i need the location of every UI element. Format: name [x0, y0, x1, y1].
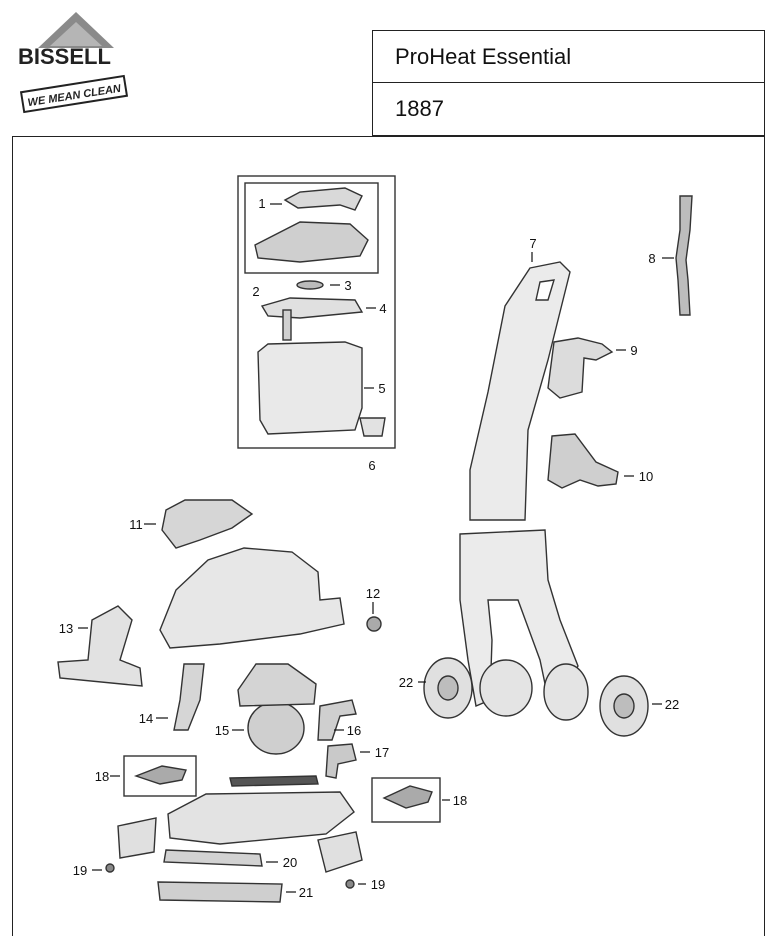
part-15-motor [247, 701, 305, 755]
part-side-cover-left [117, 817, 157, 859]
callout-12: 12 [366, 586, 380, 601]
part-7-upper-handle [469, 261, 571, 521]
part-7-handle-grip [535, 279, 555, 301]
header: BISSELL WE MEAN CLEAN ProHeat Essential … [0, 0, 778, 138]
part-19-clip-left [105, 863, 115, 873]
part-14-duct [173, 663, 205, 731]
part-17-pump [325, 743, 357, 779]
callout-19-left: 19 [73, 863, 87, 878]
product-name: ProHeat Essential [373, 31, 764, 83]
part-20-brush-roll [163, 849, 263, 867]
callout-10: 10 [639, 469, 653, 484]
part-13-tool [57, 605, 143, 687]
callout-19-right: 19 [371, 877, 385, 892]
diagram-frame [12, 136, 765, 936]
part-motor-housing [237, 663, 317, 707]
callout-20: 20 [283, 855, 297, 870]
part-base-plate [167, 791, 355, 845]
callout-18-left: 18 [95, 769, 109, 784]
callout-16: 16 [347, 723, 361, 738]
part-4-float-stem [282, 309, 292, 341]
part-4-float-assembly [260, 297, 364, 319]
part-rear-wheel [543, 663, 589, 721]
part-center-wheel [479, 659, 533, 717]
callout-21: 21 [299, 885, 313, 900]
part-5-tank [257, 341, 363, 435]
part-11-nozzle-cover [161, 499, 254, 549]
callout-4: 4 [379, 301, 386, 316]
callout-7: 7 [529, 236, 536, 251]
tank-lid-subgroup-box [244, 182, 379, 274]
callout-5: 5 [378, 381, 385, 396]
callout-9: 9 [630, 343, 637, 358]
part-18-group-box-right [371, 777, 441, 823]
part-foot-housing [159, 547, 345, 649]
part-16-cover [317, 699, 357, 741]
callout-8: 8 [648, 251, 655, 266]
part-side-cover-right [317, 831, 363, 873]
callout-22-right: 22 [665, 697, 679, 712]
callout-15: 15 [215, 723, 229, 738]
callout-6: 6 [368, 458, 375, 473]
part-19-clip-right [345, 879, 355, 889]
part-12-valve [366, 616, 382, 632]
bissell-logo: BISSELL WE MEAN CLEAN [18, 12, 129, 114]
part-8-hose [675, 195, 693, 316]
callout-11: 11 [129, 517, 143, 532]
callout-13: 13 [59, 621, 73, 636]
callout-2: 2 [252, 284, 259, 299]
callout-18-right: 18 [453, 793, 467, 808]
part-9-hose-bracket [547, 337, 614, 399]
title-block: ProHeat Essential 1887 [372, 30, 765, 136]
part-21-brush-strip [157, 881, 283, 903]
model-number: 1887 [395, 96, 444, 121]
part-filter [229, 775, 319, 787]
part-3-cap [296, 280, 324, 290]
tank-group-box [237, 175, 396, 449]
brand-wordmark: BISSELL [18, 44, 111, 69]
callout-14: 14 [139, 711, 153, 726]
part-2-tank-lid [254, 221, 369, 263]
part-10-lower-bracket [547, 433, 619, 489]
part-1-tank-handle [283, 187, 363, 211]
callout-17: 17 [375, 745, 389, 760]
part-6-cup [359, 417, 386, 437]
callout-22-left: 22 [399, 675, 413, 690]
callout-1: 1 [258, 196, 265, 211]
callout-3: 3 [344, 278, 351, 293]
part-18-group-box-left [123, 755, 197, 797]
